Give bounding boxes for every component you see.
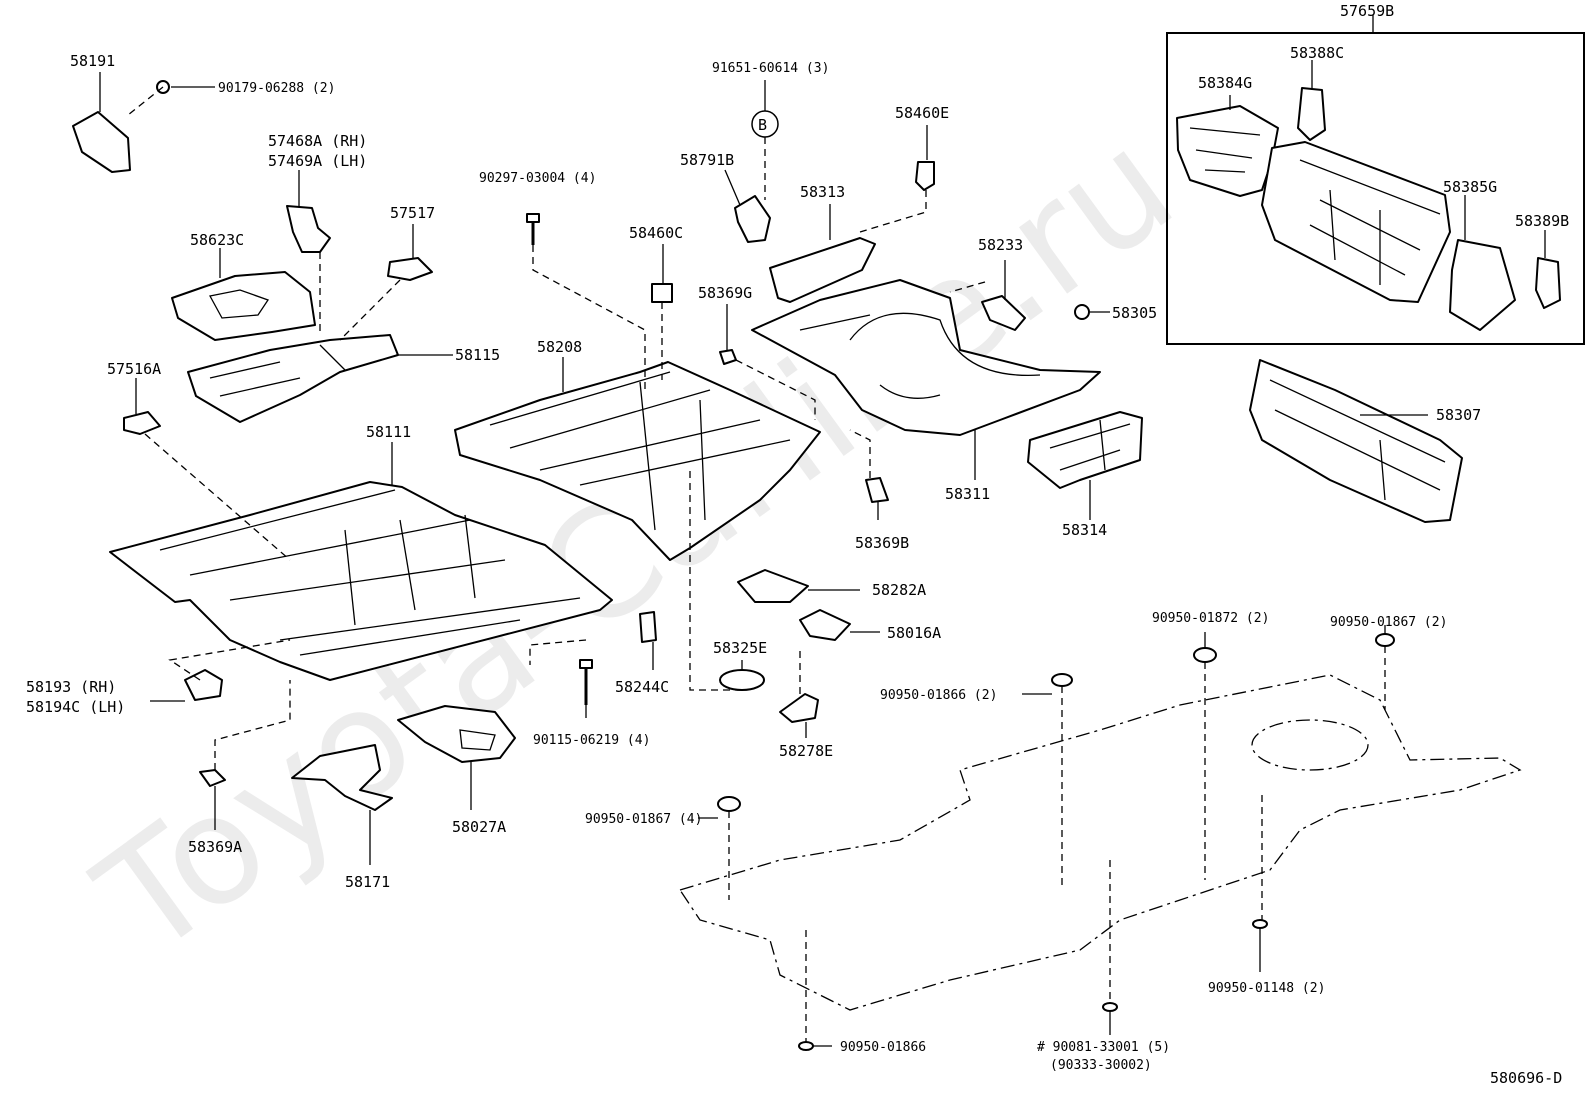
label-58311: 58311 bbox=[945, 485, 990, 503]
part-58311[interactable] bbox=[751, 279, 1101, 436]
label-58313: 58313 bbox=[800, 183, 845, 201]
label-58278e: 58278E bbox=[779, 742, 833, 760]
label-57468a: 57468A (RH) bbox=[268, 132, 367, 150]
label-58194c: 58194C (LH) bbox=[26, 698, 125, 716]
label-58208: 58208 bbox=[537, 338, 582, 356]
part-58389b[interactable] bbox=[1535, 257, 1561, 309]
plug-90950-01148[interactable] bbox=[1252, 919, 1268, 929]
label-58460e: 58460E bbox=[895, 104, 949, 122]
label-58623c: 58623C bbox=[190, 231, 244, 249]
label-57516a: 57516A bbox=[107, 360, 161, 378]
part-58460e[interactable] bbox=[915, 161, 935, 191]
part-58171[interactable] bbox=[291, 744, 393, 811]
grommet-90950-01867-a[interactable] bbox=[1375, 633, 1395, 647]
grommet-90950-01872[interactable] bbox=[1193, 647, 1217, 663]
label-58016a: 58016A bbox=[887, 624, 941, 642]
label-58325e: 58325E bbox=[713, 639, 767, 657]
label-58460c: 58460C bbox=[629, 224, 683, 242]
part-58325e[interactable] bbox=[719, 669, 765, 691]
label-90115-06219: 90115-06219 (4) bbox=[533, 733, 650, 748]
part-58016a[interactable] bbox=[799, 609, 851, 641]
label-58384g: 58384G bbox=[1198, 74, 1252, 92]
part-58027a[interactable] bbox=[397, 705, 516, 763]
part-58305[interactable] bbox=[1074, 304, 1090, 320]
grommet-90950-01866-a[interactable] bbox=[1051, 673, 1073, 687]
diagram-code: 580696-D bbox=[1490, 1069, 1562, 1087]
label-58233: 58233 bbox=[978, 236, 1023, 254]
part-58115[interactable] bbox=[187, 334, 399, 423]
label-58244c: 58244C bbox=[615, 678, 669, 696]
label-58385g: 58385G bbox=[1443, 178, 1497, 196]
part-58369b[interactable] bbox=[865, 477, 889, 503]
part-58191[interactable] bbox=[72, 111, 131, 173]
part-57517[interactable] bbox=[387, 257, 433, 281]
label-58305: 58305 bbox=[1112, 304, 1157, 322]
label-90081-33001: # 90081-33001 (5) bbox=[1037, 1040, 1170, 1055]
part-58369a[interactable] bbox=[199, 769, 226, 787]
label-58307: 58307 bbox=[1436, 406, 1481, 424]
label-90950-01872: 90950-01872 (2) bbox=[1152, 611, 1269, 626]
part-58233[interactable] bbox=[981, 295, 1026, 331]
part-58791b[interactable] bbox=[734, 195, 771, 243]
part-57468a[interactable] bbox=[286, 205, 331, 253]
label-57659b: 57659B bbox=[1340, 2, 1394, 20]
plug-90081[interactable] bbox=[1102, 1002, 1118, 1012]
grommet-90950-01867-b[interactable] bbox=[717, 796, 741, 812]
label-58314: 58314 bbox=[1062, 521, 1107, 539]
label-90950-01866-b: 90950-01866 bbox=[840, 1040, 926, 1055]
part-58388c[interactable] bbox=[1297, 87, 1326, 141]
label-58369a: 58369A bbox=[188, 838, 242, 856]
label-90297-03004: 90297-03004 (4) bbox=[479, 171, 596, 186]
label-58193: 58193 (RH) bbox=[26, 678, 116, 696]
part-58623c[interactable] bbox=[171, 271, 316, 341]
part-58385g[interactable] bbox=[1449, 239, 1516, 331]
part-58369g[interactable] bbox=[719, 349, 737, 365]
label-90950-01866-a: 90950-01866 (2) bbox=[880, 688, 997, 703]
label-57517: 57517 bbox=[390, 204, 435, 222]
label-90950-01148: 90950-01148 (2) bbox=[1208, 981, 1325, 996]
callout-b: B bbox=[758, 116, 767, 134]
part-58384g[interactable] bbox=[1176, 105, 1279, 197]
part-58314[interactable] bbox=[1027, 411, 1143, 489]
part-58460c[interactable] bbox=[651, 283, 673, 303]
label-91651-60614: 91651-60614 (3) bbox=[712, 61, 829, 76]
label-58388c: 58388C bbox=[1290, 44, 1344, 62]
part-58307[interactable] bbox=[1249, 359, 1463, 523]
bolt-90115[interactable] bbox=[579, 659, 593, 669]
part-58385g-panel[interactable] bbox=[1261, 141, 1451, 303]
part-58313[interactable] bbox=[769, 237, 876, 303]
label-58389b: 58389B bbox=[1515, 212, 1569, 230]
label-58191: 58191 bbox=[70, 52, 115, 70]
label-90950-01867-b: 90950-01867 (4) bbox=[585, 812, 702, 827]
label-90179-06288: 90179-06288 (2) bbox=[218, 81, 335, 96]
label-58171: 58171 bbox=[345, 873, 390, 891]
label-58282a: 58282A bbox=[872, 581, 926, 599]
part-57516a[interactable] bbox=[123, 411, 161, 435]
part-58278e[interactable] bbox=[779, 693, 819, 723]
label-58369g: 58369G bbox=[698, 284, 752, 302]
part-58282a[interactable] bbox=[737, 569, 809, 603]
label-57469a: 57469A (LH) bbox=[268, 152, 367, 170]
part-58244c[interactable] bbox=[639, 611, 657, 643]
inset-assembly-57659b bbox=[1166, 32, 1585, 345]
part-58193[interactable] bbox=[184, 669, 223, 701]
label-90333-30002: (90333-30002) bbox=[1050, 1058, 1152, 1073]
label-58791b: 58791B bbox=[680, 151, 734, 169]
label-58369b: 58369B bbox=[855, 534, 909, 552]
plug-90950-01866-b[interactable] bbox=[798, 1041, 814, 1051]
label-58027a: 58027A bbox=[452, 818, 506, 836]
bolt-90297[interactable] bbox=[526, 213, 540, 223]
label-58111: 58111 bbox=[366, 423, 411, 441]
label-90950-01867-a: 90950-01867 (2) bbox=[1330, 615, 1447, 630]
underbody-panel bbox=[678, 674, 1522, 1011]
label-58115: 58115 bbox=[455, 346, 500, 364]
